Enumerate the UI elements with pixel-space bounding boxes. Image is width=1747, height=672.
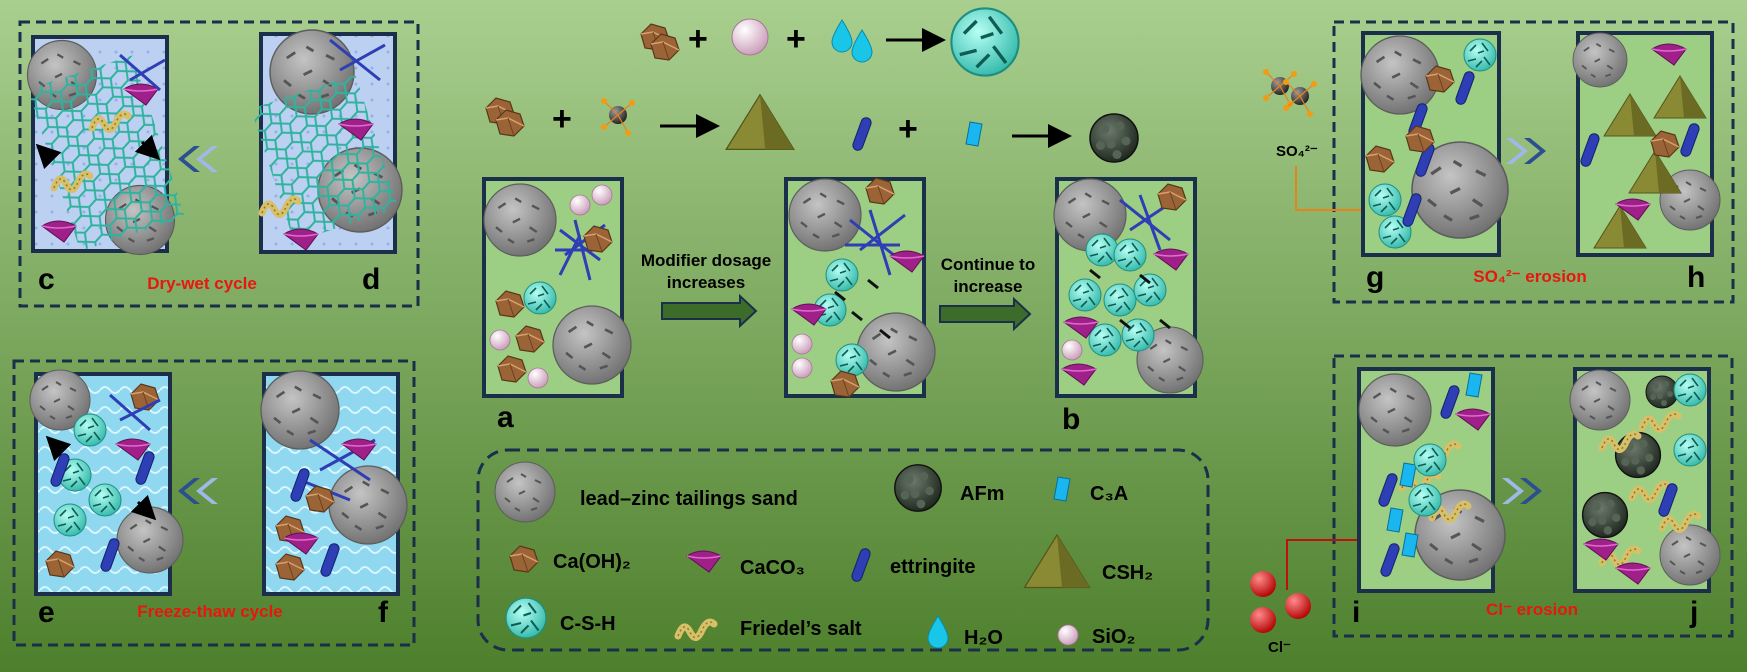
plus-sign: + (786, 20, 806, 58)
panel-i (1357, 367, 1507, 593)
legend-label: ettringite (890, 556, 976, 578)
legend-label: Friedel’s salt (740, 618, 862, 640)
sio2-icon (1057, 624, 1079, 646)
legend-item-c3a: C₃A (1053, 476, 1128, 505)
panel-middle (784, 177, 937, 398)
panel-label-h: h (1687, 261, 1705, 294)
sio2-icon (731, 18, 769, 56)
reaction-csh2-formation: + (485, 94, 795, 151)
panel-label-g: g (1366, 261, 1384, 294)
reaction-afm-formation: + (850, 110, 1139, 163)
legend-item-sand: lead–zinc tailings sand (494, 461, 798, 523)
legend-label: SiO₂ (1092, 626, 1135, 648)
legend-label: C-S-H (560, 613, 616, 635)
afm-icon (1089, 113, 1139, 163)
panel-label-f: f (378, 596, 389, 629)
process-step1-line2: increases (667, 273, 745, 292)
panel-label-i: i (1352, 596, 1360, 629)
legend-item-afm: AFm (894, 464, 1004, 512)
caption-sulfate-erosion: SO₄²⁻ erosion (1473, 267, 1586, 286)
panel-a (482, 177, 633, 398)
afm-icon (894, 464, 942, 512)
legend-label: Ca(OH)₂ (553, 551, 631, 573)
sand-particle-icon (494, 461, 556, 523)
legend-item-water: H₂O (927, 615, 1003, 649)
panel-label-b: b (1062, 403, 1080, 436)
panel-j (1569, 367, 1721, 593)
plus-sign: + (688, 20, 708, 58)
panel-label-a: a (497, 401, 514, 434)
legend-item-ettringite: ettringite (849, 546, 976, 584)
panel-label-c: c (38, 263, 55, 296)
legend-item-csh: C-S-H (505, 597, 616, 639)
panel-g (1359, 31, 1510, 257)
legend-item-sio2: SiO₂ (1057, 624, 1135, 648)
panel-label-e: e (38, 596, 55, 629)
legend-label: C₃A (1090, 483, 1128, 505)
dry-wet-box (18, 20, 420, 308)
legend-label: lead–zinc tailings sand (580, 488, 798, 510)
plus-sign: + (552, 100, 572, 138)
caption-chloride-erosion: Cl⁻ erosion (1486, 600, 1578, 619)
chloride-ion-icon (1285, 593, 1311, 619)
legend-box (476, 448, 1210, 652)
legend-item-csh2: CSH₂ (1023, 534, 1153, 589)
panel-label-d: d (362, 263, 380, 296)
process-step2-line1: Continue to (941, 255, 1035, 274)
sulfate-ingress-arrow (1295, 166, 1382, 218)
panel-b (1052, 177, 1205, 398)
caption-freeze-thaw: Freeze-thaw cycle (137, 602, 283, 621)
freeze-thaw-box (12, 359, 416, 647)
legend-label: H₂O (964, 627, 1003, 649)
reaction-csh-formation: + + (640, 6, 1021, 78)
legend-label: AFm (960, 483, 1004, 505)
process-step1-line1: Modifier dosage (641, 251, 771, 270)
plus-sign: + (898, 110, 918, 148)
legend-label: CSH₂ (1102, 562, 1153, 584)
process-step2-line2: increase (954, 277, 1023, 296)
sulfate-ion-label: SO₄²⁻ (1276, 143, 1318, 160)
chloride-ingress-arrow (1286, 532, 1384, 590)
panel-label-j: j (1689, 596, 1698, 629)
sulfate-erosion-box (1332, 20, 1735, 304)
panel-c (26, 35, 185, 256)
csh-icon (949, 6, 1021, 78)
panel-e (29, 369, 185, 596)
panel-h (1572, 31, 1721, 257)
csh-icon (505, 597, 547, 639)
legend-item-caoh2: Ca(OH)₂ (509, 545, 631, 573)
chloride-ion-label: Cl⁻ (1268, 639, 1291, 656)
process-arrow-1 (661, 293, 758, 329)
process-arrow-2 (939, 296, 1032, 332)
caption-dry-wet: Dry-wet cycle (147, 274, 257, 293)
legend-item-caco3: CaCO₃ (686, 550, 805, 579)
chloride-ion-icon (1250, 571, 1276, 597)
panel-f (259, 369, 409, 596)
chloride-erosion-box (1332, 354, 1734, 638)
panel-d (250, 28, 404, 254)
chloride-ion-icon (1250, 607, 1276, 633)
legend-item-friedels-salt: Friedel’s salt (678, 618, 862, 640)
legend-label: CaCO₃ (740, 557, 805, 579)
